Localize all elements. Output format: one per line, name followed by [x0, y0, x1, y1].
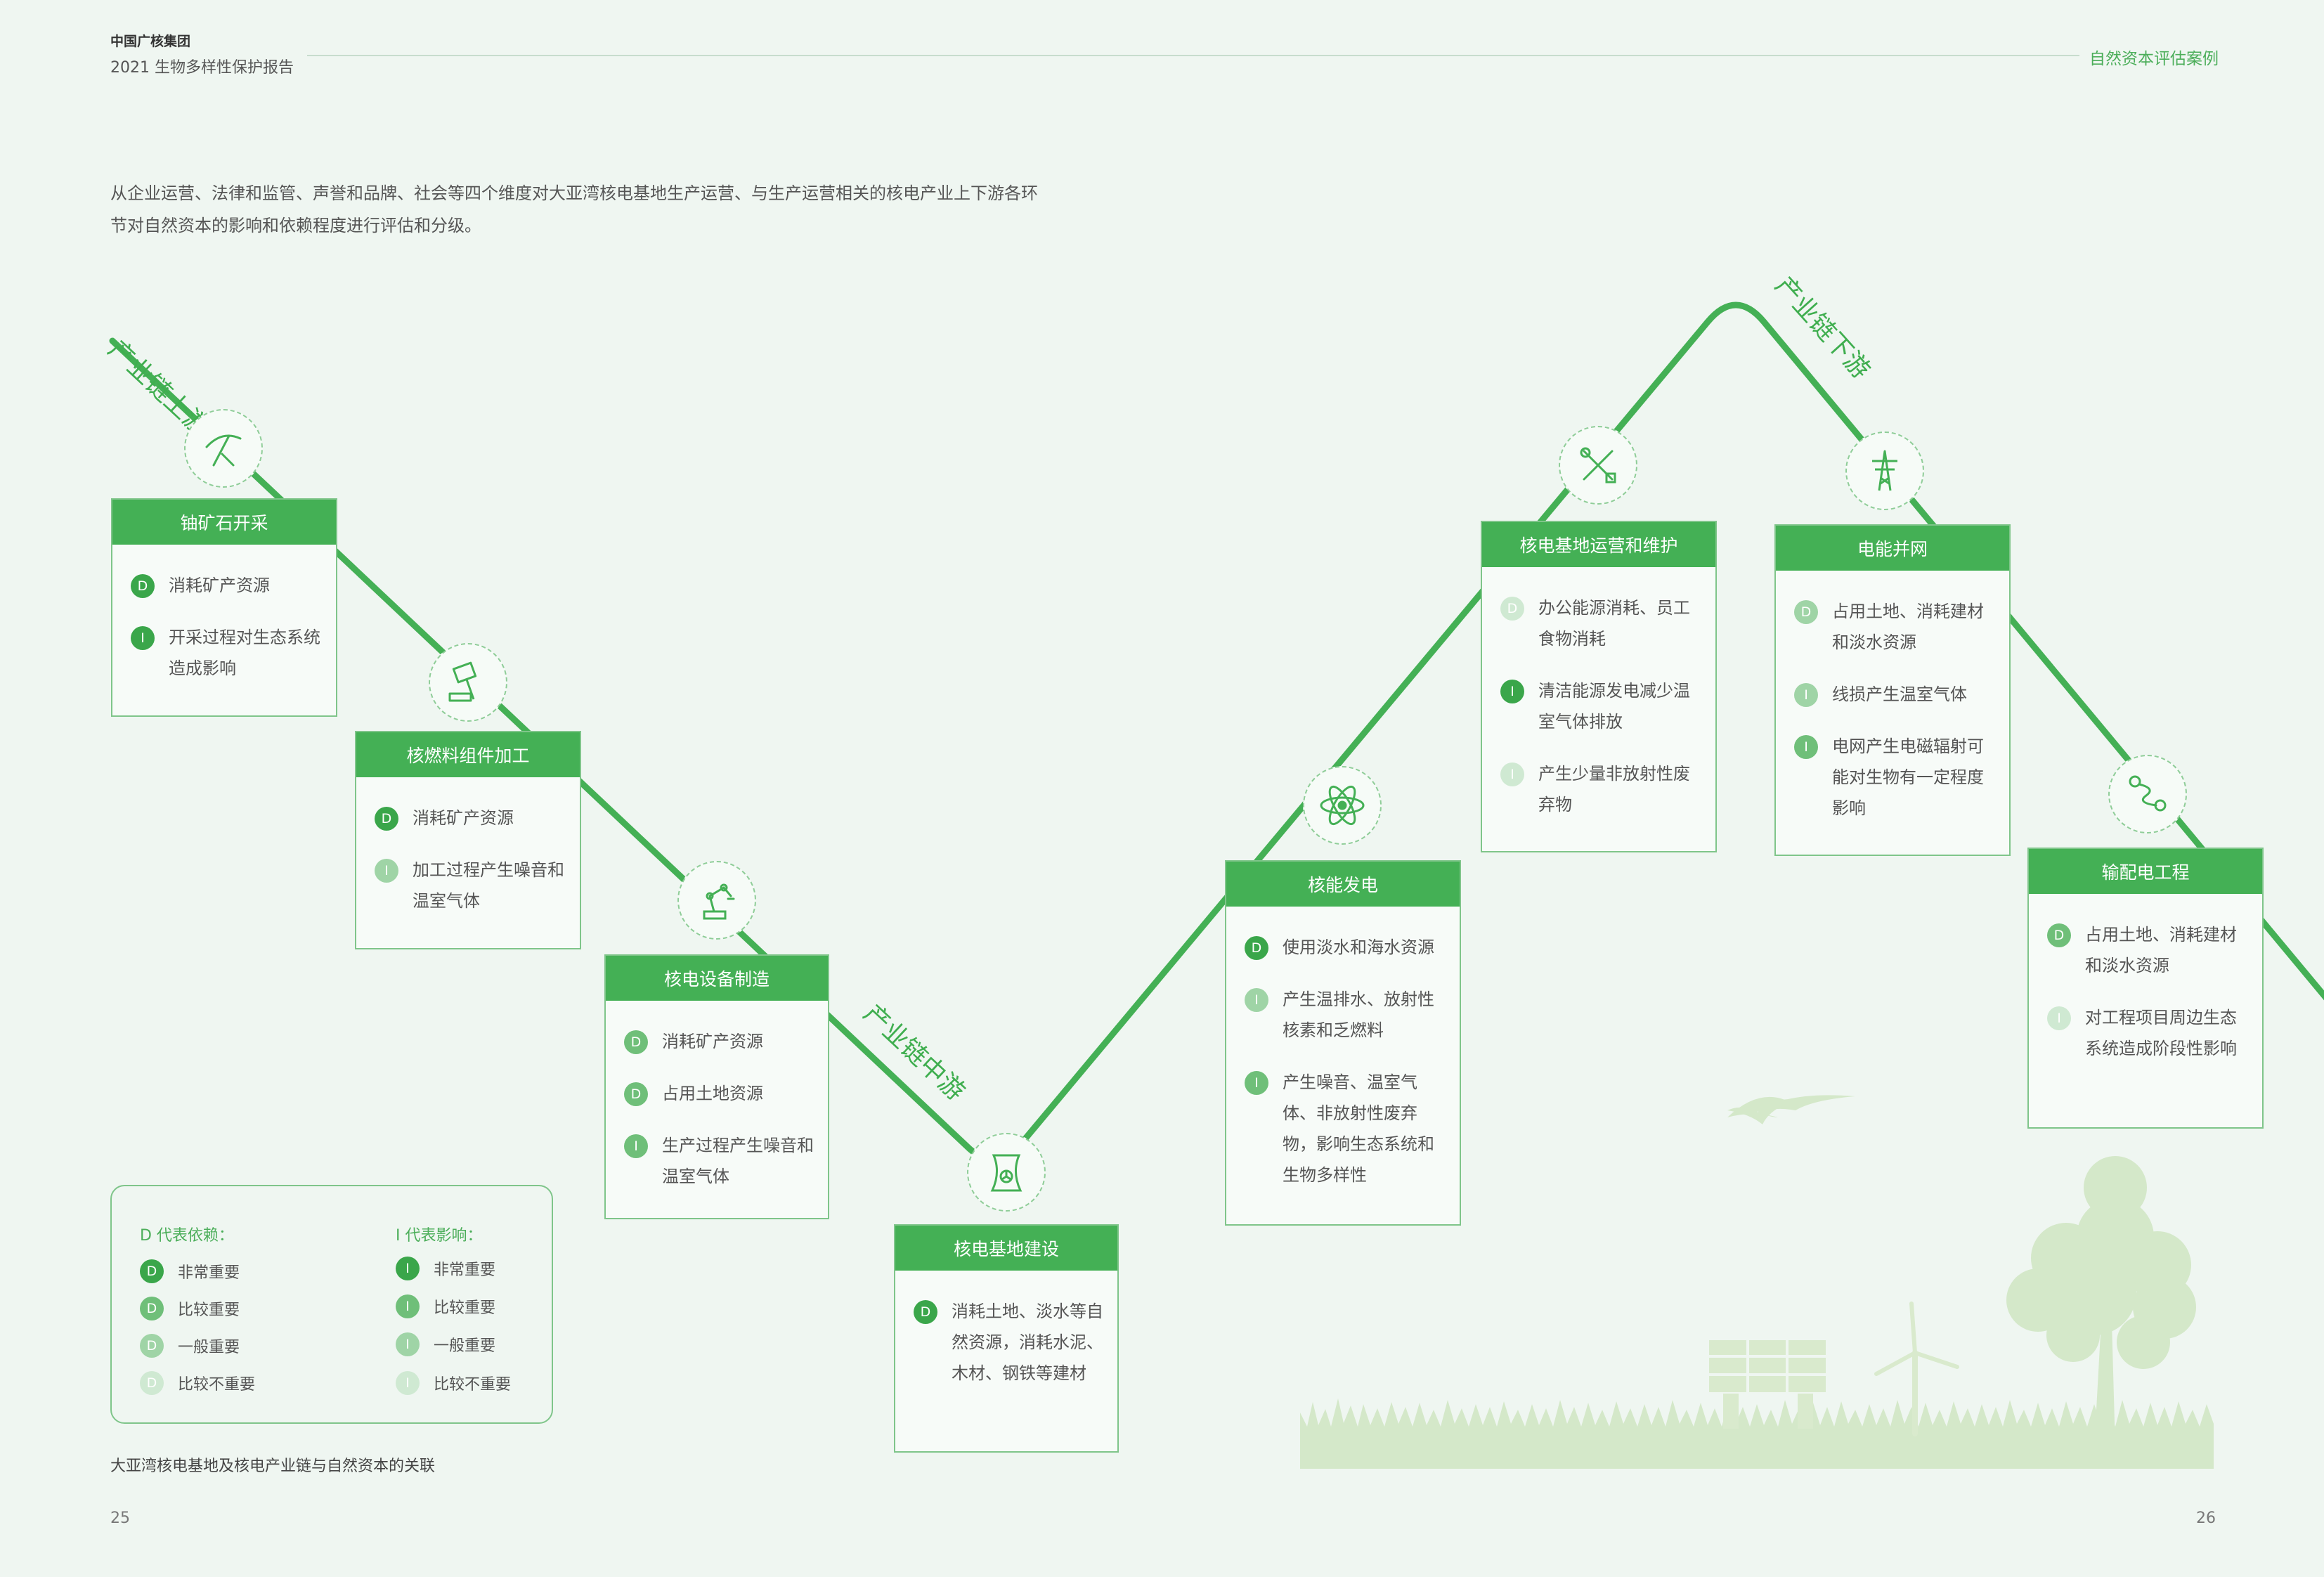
figure-caption: 大亚湾核电基地及核电产业链与自然资本的关联 [110, 1458, 436, 1475]
robot-arm-icon [677, 861, 756, 940]
legend-badge: D [140, 1259, 164, 1283]
card-title: 核电基地建设 [895, 1226, 1117, 1271]
impact-badge: I [1500, 680, 1524, 703]
card-title: 输配电工程 [2029, 849, 2262, 894]
tools-icon [1559, 426, 1637, 505]
card-title: 铀矿石开采 [112, 500, 336, 545]
impact-badge: I [1500, 762, 1524, 786]
header-divider [307, 55, 2079, 56]
impact-badge: I [2047, 1006, 2071, 1030]
company-name: 中国广核集团 [110, 34, 191, 49]
impact-badge: I [375, 859, 398, 883]
impact-badge: I [624, 1134, 648, 1158]
legend-badge: I [396, 1332, 420, 1356]
dependency-badge: D [375, 807, 398, 831]
impact-badge: I [1794, 683, 1818, 707]
tree-decoration [2006, 1156, 2196, 1448]
card-title: 核电基地运营和维护 [1482, 522, 1715, 567]
pickaxe-icon [184, 409, 263, 488]
power-tower-icon [1845, 431, 1924, 510]
cooling-tower-icon [967, 1133, 1046, 1212]
legend-badge: D [140, 1371, 164, 1395]
dependency-badge: D [624, 1030, 648, 1054]
legend-badge: D [140, 1297, 164, 1320]
section-title: 自然资本评估案例 [2089, 50, 2219, 68]
dependency-badge: D [1500, 597, 1524, 621]
legend-badge: D [140, 1334, 164, 1358]
card-title: 电能并网 [1776, 526, 2009, 571]
impact-badge: I [1794, 735, 1818, 759]
impact-badge: I [1245, 1071, 1268, 1095]
legend-badge: I [396, 1371, 420, 1395]
dependency-badge: D [624, 1082, 648, 1106]
report-title: 2021 生物多样性保护报告 [110, 59, 294, 77]
hammer-icon [429, 643, 507, 722]
route-icon [2108, 755, 2187, 833]
impact-badge: I [131, 626, 155, 650]
legend-badge: I [396, 1294, 420, 1318]
page-number-left: 25 [110, 1510, 130, 1527]
card-title: 核电设备制造 [606, 956, 828, 1001]
dependency-badge: D [914, 1300, 937, 1324]
page-number-right: 26 [2196, 1510, 2216, 1527]
dependency-badge: D [1245, 936, 1268, 960]
impact-badge: I [1245, 988, 1268, 1012]
solar-panel-decoration [1706, 1337, 1829, 1395]
birds-decoration [1727, 1095, 1855, 1124]
atom-icon [1303, 766, 1382, 845]
wind-turbine-decoration [1874, 1302, 1959, 1436]
legend-dependency-title: D 代表依赖： [140, 1227, 234, 1245]
legend-impact-title: I 代表影响： [396, 1227, 483, 1245]
legend-badge: I [396, 1257, 420, 1280]
grass-decoration [1300, 1398, 2214, 1469]
dependency-badge: D [1794, 600, 1818, 624]
card-title: 核燃料组件加工 [356, 732, 580, 777]
dependency-badge: D [2047, 923, 2071, 947]
intro-paragraph: 从企业运营、法律和监管、声誉和品牌、社会等四个维度对大亚湾核电基地生产运营、与生… [110, 183, 1038, 235]
card-title: 核能发电 [1226, 862, 1460, 907]
dependency-badge: D [131, 574, 155, 598]
